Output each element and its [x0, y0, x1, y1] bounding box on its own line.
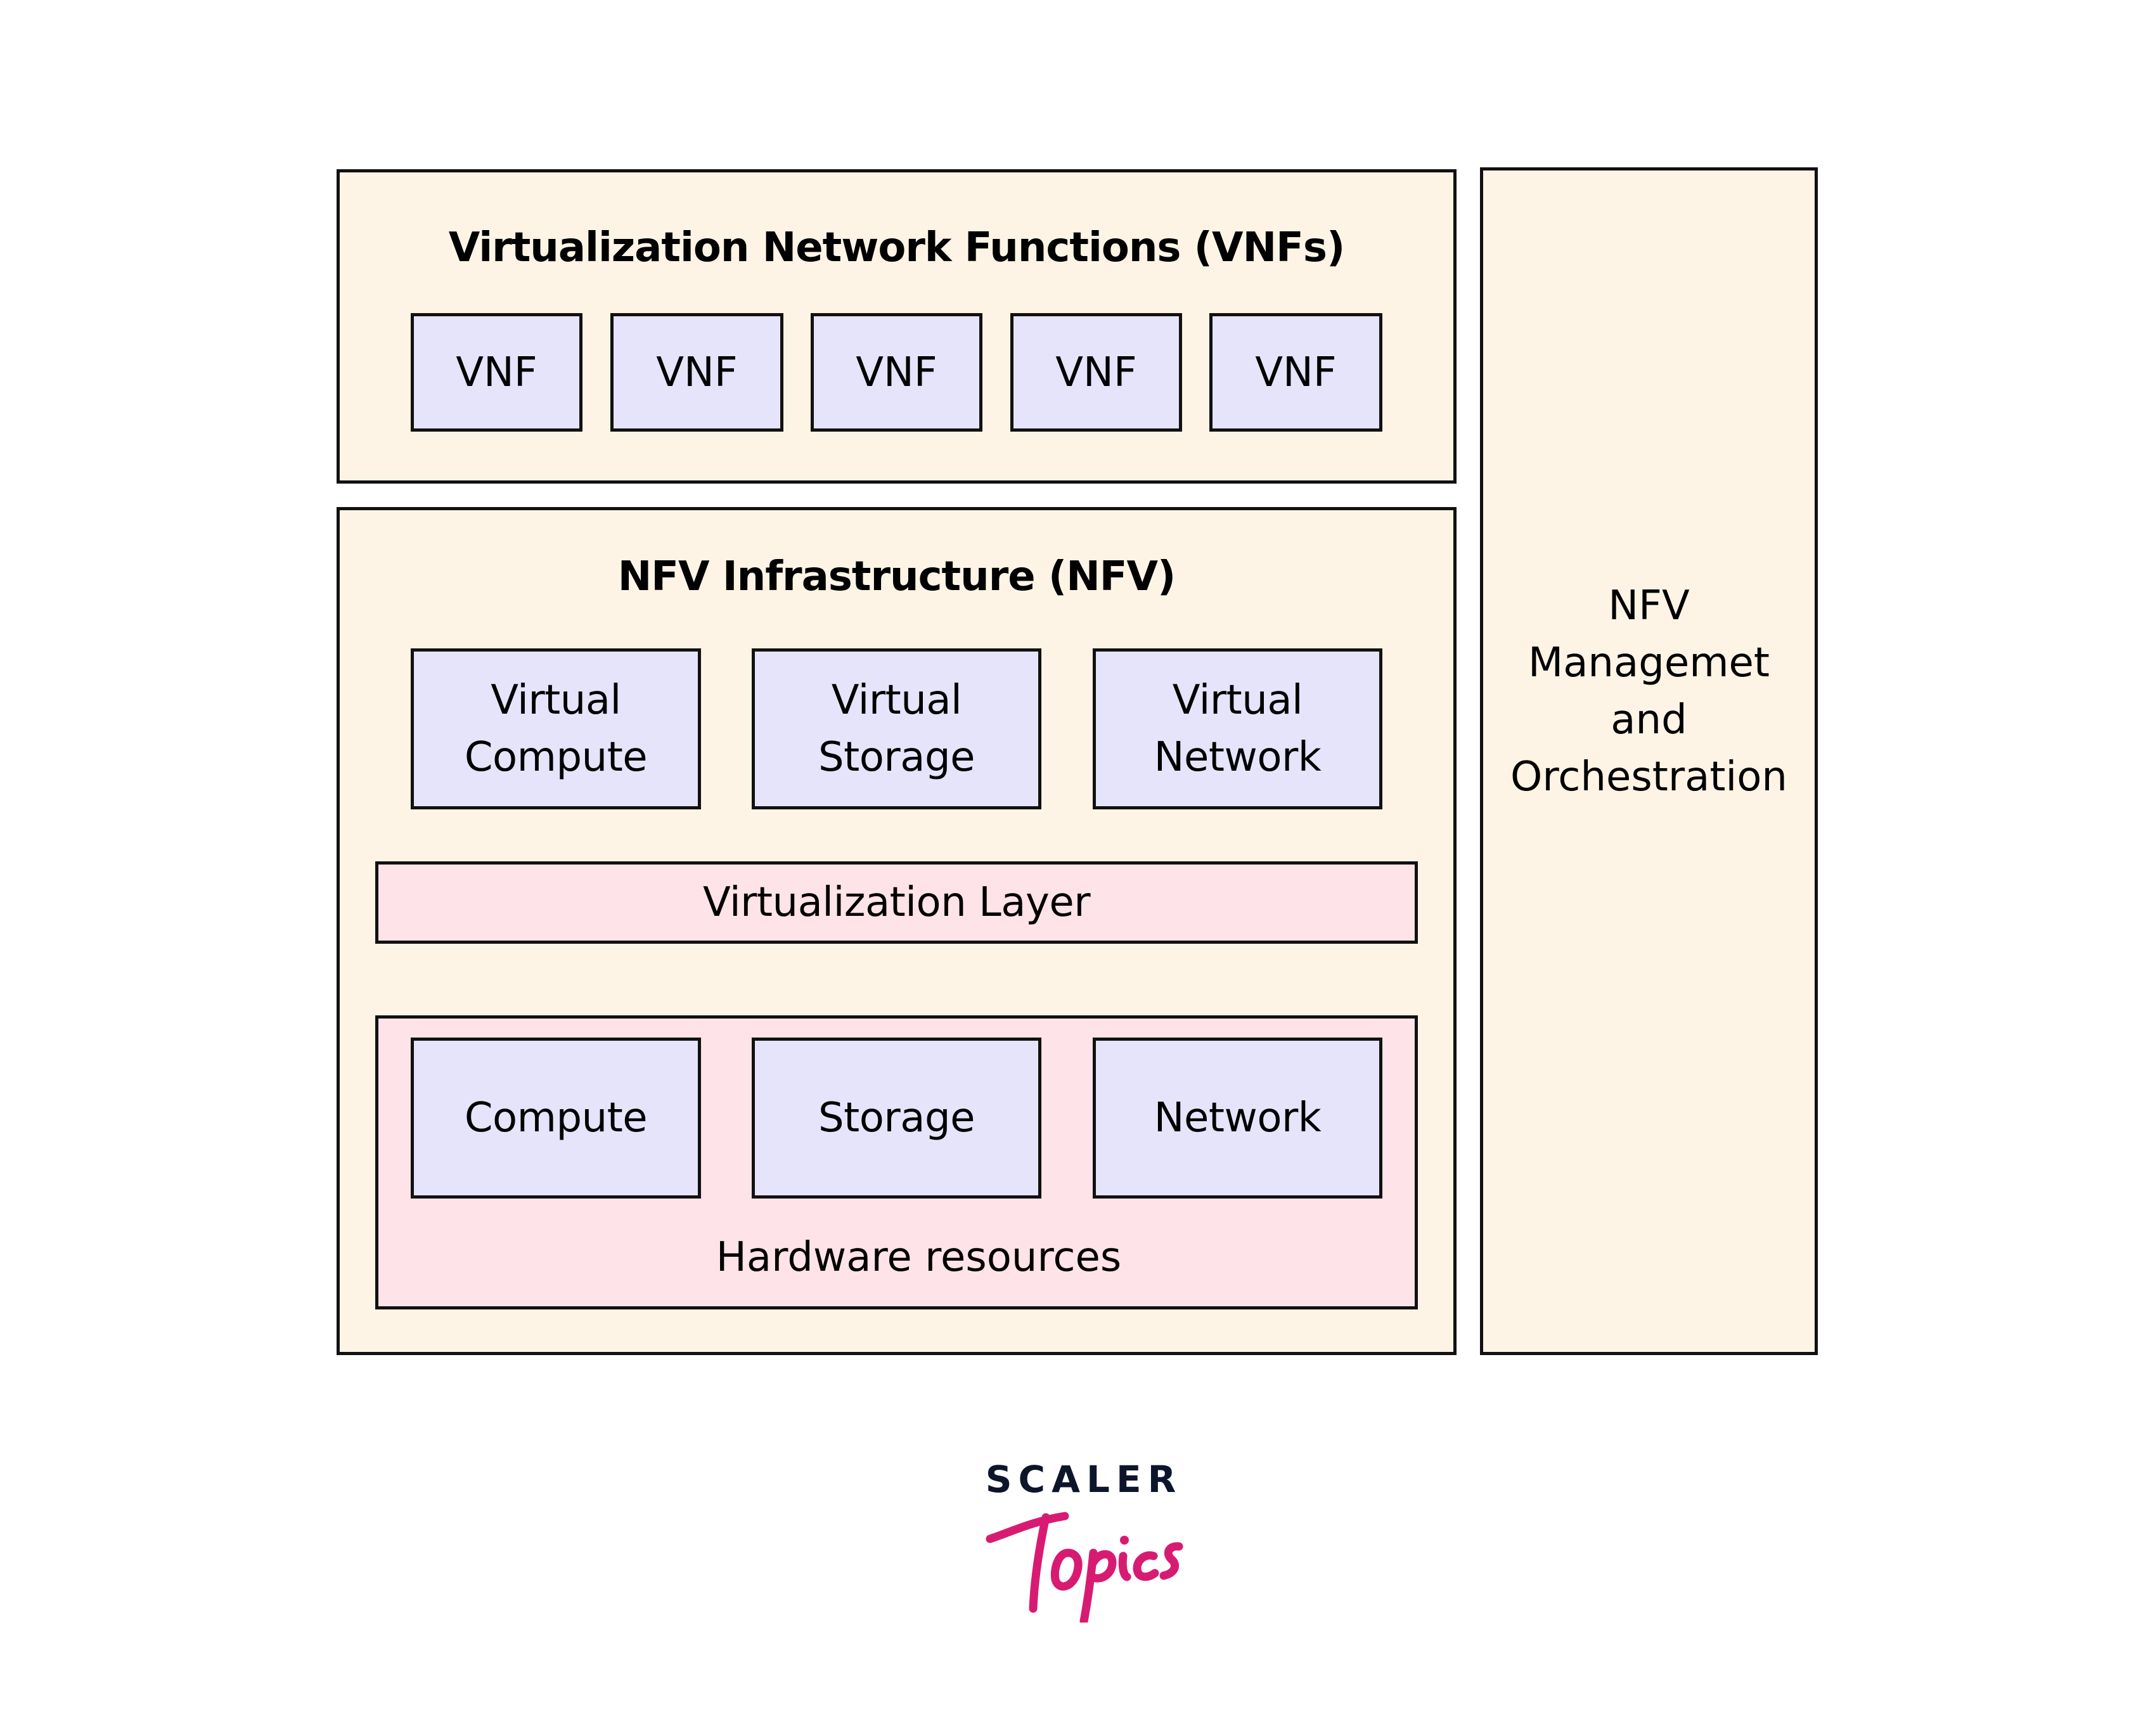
- hardware-storage-label: Storage: [818, 1095, 975, 1141]
- hardware-network-label: Network: [1154, 1095, 1322, 1141]
- logo-topics-script: [986, 1512, 1183, 1623]
- vnf-label: VNF: [456, 349, 537, 396]
- logo-i-dot: [1120, 1536, 1129, 1545]
- hardware-compute-box: Compute: [411, 1038, 701, 1199]
- virtual-compute-line1: Virtual: [491, 677, 621, 724]
- vnf-box: VNF: [610, 313, 783, 432]
- hardware-resources-label: Hardware resources: [716, 1234, 1122, 1281]
- vnf-box: VNF: [1010, 313, 1182, 432]
- logo-brand: SCALER: [985, 1458, 1183, 1501]
- vnf-label: VNF: [656, 349, 738, 396]
- virtualization-layer: Virtualization Layer: [375, 861, 1418, 944]
- vnf-label: VNF: [856, 349, 937, 396]
- virtual-storage-line1: Virtual: [831, 677, 962, 724]
- mano-line3: and: [1611, 697, 1687, 743]
- vnf-box: VNF: [1209, 313, 1382, 432]
- mano-line2: Managemet: [1528, 640, 1770, 686]
- virtual-compute-line2: Compute: [464, 734, 648, 781]
- virtual-network-line2: Network: [1154, 734, 1322, 781]
- scaler-topics-logo: SCALER: [976, 1458, 1192, 1623]
- vnf-box: VNF: [411, 313, 582, 432]
- mano-line4: Orchestration: [1510, 754, 1787, 800]
- virtual-compute-box: Virtual Compute: [411, 648, 701, 809]
- virtual-network-box: Virtual Network: [1093, 648, 1382, 809]
- vnf-label: VNF: [1255, 349, 1337, 396]
- virtualization-layer-label: Virtualization Layer: [702, 879, 1091, 926]
- hardware-storage-box: Storage: [752, 1038, 1041, 1199]
- vnf-box: VNF: [811, 313, 982, 432]
- mano-line1: NFV: [1608, 582, 1690, 629]
- vnf-label: VNF: [1055, 349, 1137, 396]
- nfvi-section-title: NFV Infrastructure (NFV): [617, 553, 1176, 600]
- virtual-storage-line2: Storage: [818, 734, 975, 781]
- hardware-network-box: Network: [1093, 1038, 1382, 1199]
- virtual-storage-box: Virtual Storage: [752, 648, 1041, 809]
- virtual-network-line1: Virtual: [1172, 677, 1303, 724]
- hardware-compute-label: Compute: [464, 1095, 648, 1141]
- vnf-section-title: Virtualization Network Functions (VNFs): [448, 224, 1345, 271]
- mano-section: NFV Managemet and Orchestration: [1480, 167, 1818, 1355]
